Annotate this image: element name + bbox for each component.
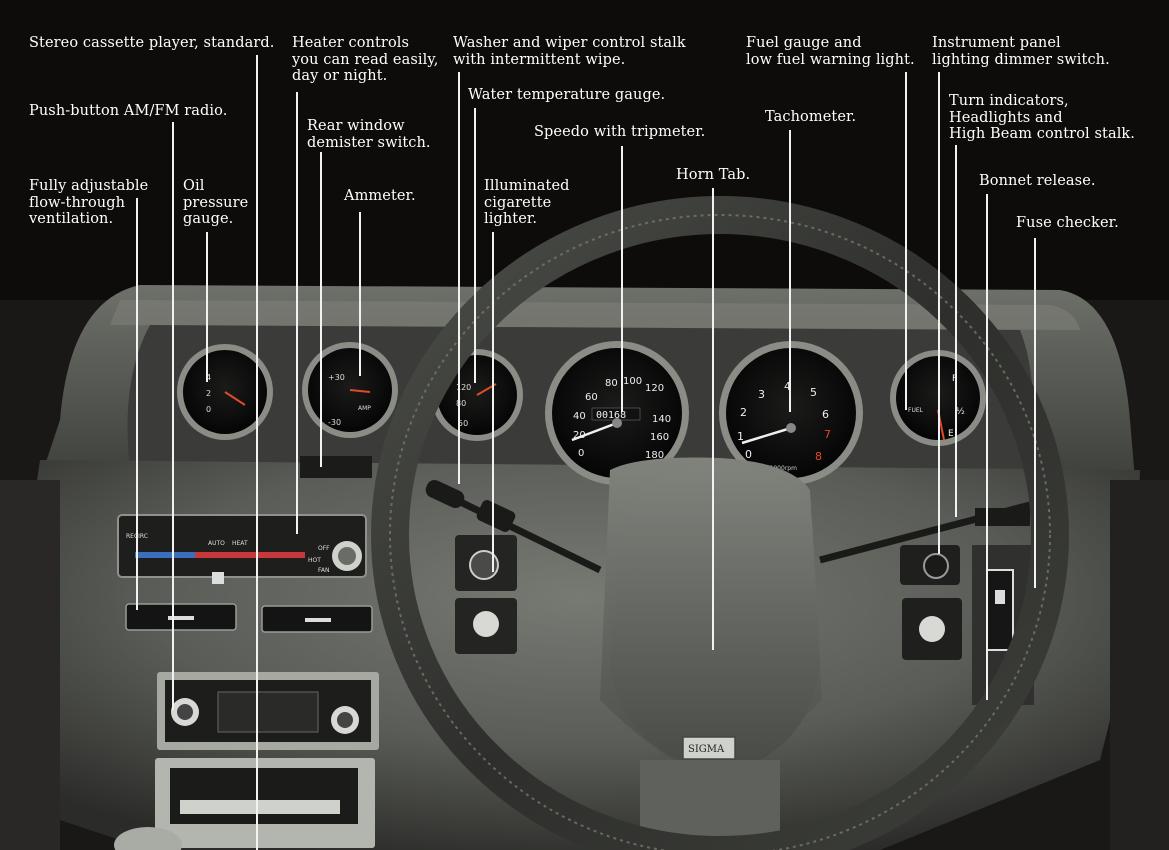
ammeter-gauge: +30 AMP -30 xyxy=(302,342,398,438)
horn-pad[interactable] xyxy=(610,465,820,760)
leader-fuel xyxy=(905,72,907,410)
label-stereo: Stereo cassette player, standard. xyxy=(29,35,275,51)
cigarette-lighter[interactable] xyxy=(469,550,499,580)
wiper-stalk[interactable] xyxy=(423,477,602,574)
ammeter-mark-label: AMP xyxy=(358,405,371,412)
oil-pressure-gauge: 4 2 0 xyxy=(177,344,273,440)
leader-washer xyxy=(458,72,460,484)
sigma-badge: SIGMA xyxy=(688,744,725,755)
leader-heater xyxy=(296,92,298,534)
leader-water xyxy=(474,108,476,383)
speedo-tick: 120 xyxy=(645,383,664,394)
tacho-tick: 5 xyxy=(810,386,817,399)
heater-mode: HOT xyxy=(308,557,321,564)
fuel-mark-empty: E xyxy=(948,429,954,439)
odometer: 00168 xyxy=(596,410,626,421)
air-vent-left[interactable] xyxy=(125,603,237,631)
label-ammeter: Ammeter. xyxy=(344,188,416,204)
fuel-word: FUEL xyxy=(908,407,924,414)
am-fm-radio xyxy=(157,672,379,750)
speedo-tick: 140 xyxy=(652,414,671,425)
leader-tacho xyxy=(789,130,791,412)
air-vent-right[interactable] xyxy=(261,605,373,633)
fuel-mark-full: F xyxy=(952,374,957,384)
speedo-tick: 100 xyxy=(623,376,642,387)
leader-bonnet xyxy=(986,194,988,700)
temp-mark-low: 50 xyxy=(458,419,468,428)
leader-rear xyxy=(320,152,322,467)
label-water: Water temperature gauge. xyxy=(468,87,666,103)
tacho-tick: 2 xyxy=(740,406,747,419)
leader-turn xyxy=(955,145,957,517)
label-turn: Turn indicators, Headlights and High Bea… xyxy=(949,93,1136,142)
label-heater: Heater controls you can read easily, day… xyxy=(292,35,439,84)
heater-mode: HEAT xyxy=(232,540,248,547)
ammeter-mark-plus: +30 xyxy=(328,373,345,382)
speedo-tick: 20 xyxy=(573,430,586,441)
leader-vent xyxy=(136,198,138,610)
tacho-tick: 3 xyxy=(758,388,765,401)
temp-mark-high: 120 xyxy=(456,383,471,392)
temp-mark-mid: 80 xyxy=(456,399,466,408)
tacho-tick: 0 xyxy=(745,448,752,461)
cassette-player xyxy=(155,758,375,848)
label-dimmer: Instrument panel lighting dimmer switch. xyxy=(932,35,1110,68)
leader-oil xyxy=(206,232,208,382)
leader-dimmer xyxy=(938,72,940,554)
tacho-tick: 8 xyxy=(815,450,822,463)
svg-text:2: 2 xyxy=(206,389,211,398)
tacho-tick: 7 xyxy=(824,428,831,441)
speedo-tick: 160 xyxy=(650,432,669,443)
label-fuse: Fuse checker. xyxy=(1016,215,1119,231)
dimmer-knob[interactable] xyxy=(923,553,949,579)
ammeter-mark-minus: -30 xyxy=(328,418,341,427)
leader-ammeter xyxy=(359,212,361,376)
rear-demister-switch[interactable] xyxy=(300,456,372,478)
leader-horn xyxy=(712,188,714,650)
heater-mode: FAN xyxy=(318,567,330,574)
label-oil: Oil pressure gauge. xyxy=(183,178,249,227)
leader-stereo xyxy=(256,55,258,850)
leader-radio xyxy=(172,122,174,710)
tacho-tick: 4 xyxy=(784,380,791,393)
speedo-tick: 40 xyxy=(573,411,586,422)
heater-mode: AUTO xyxy=(208,540,225,547)
label-radio: Push-button AM/FM radio. xyxy=(29,103,228,119)
fuel-mark-half: ½ xyxy=(956,407,965,417)
heater-mode: OFF xyxy=(318,545,330,552)
tacho-unit: x1000rpm xyxy=(766,465,797,472)
label-bonnet: Bonnet release. xyxy=(979,173,1096,189)
label-washer: Washer and wiper control stalk with inte… xyxy=(453,35,686,68)
label-speedo: Speedo with tripmeter. xyxy=(534,124,706,140)
headlight-stalk[interactable] xyxy=(819,501,1031,564)
svg-text:0: 0 xyxy=(206,405,211,414)
tacho-tick: 1 xyxy=(737,430,744,443)
svg-text:4: 4 xyxy=(206,373,211,382)
leader-speedo xyxy=(621,146,623,412)
label-fuel: Fuel gauge and low fuel warning light. xyxy=(746,35,915,68)
label-lighter: Illuminated cigarette lighter. xyxy=(484,178,570,227)
speedo-tick: 180 xyxy=(645,450,664,461)
tachometer: 0 1 2 3 4 5 6 7 8 x1000rpm xyxy=(719,341,863,485)
leader-lighter xyxy=(492,232,494,572)
label-horn: Horn Tab. xyxy=(676,167,751,183)
heater-control-panel: RECIRC AUTO HEAT OFF HOT FAN xyxy=(117,514,367,578)
speedo-tick: 60 xyxy=(585,392,598,403)
speedo-tick: 80 xyxy=(605,378,618,389)
tacho-tick: 6 xyxy=(822,408,829,421)
label-tacho: Tachometer. xyxy=(765,109,857,125)
label-vent: Fully adjustable flow-through ventilatio… xyxy=(29,178,149,227)
speedo-tick: 0 xyxy=(578,448,584,459)
label-rear: Rear window demister switch. xyxy=(307,118,431,151)
speedometer: 0 20 40 60 80 100 120 140 160 180 00168 xyxy=(545,341,689,485)
leader-fuse xyxy=(1034,238,1036,588)
